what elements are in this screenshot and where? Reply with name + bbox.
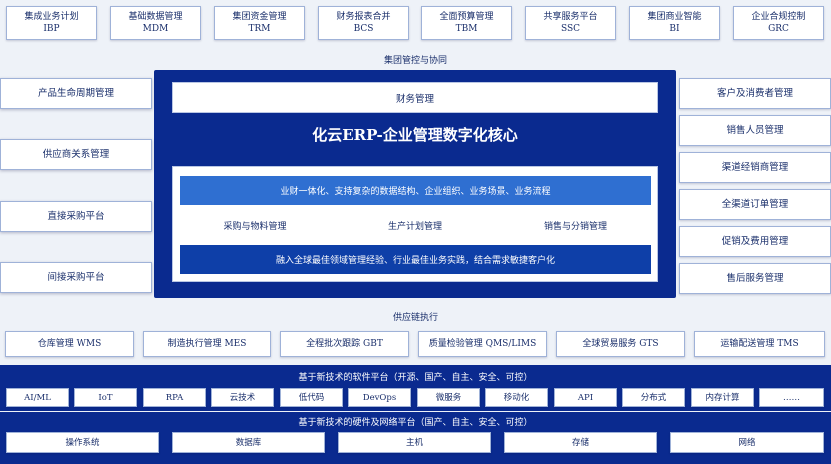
hw-item-storage: 存储 [504,432,657,453]
sw-item-api: API [554,388,617,407]
exec-tms: 运输配送管理 TMS [694,331,825,357]
exec-gts: 全球贸易服务 GTS [556,331,685,357]
left-module-srm: 供应商关系管理 [0,139,152,170]
top-system-name: 基础数据管理 [128,12,183,22]
top-system-code: BI [669,24,680,34]
top-system-name: 集团资金管理 [232,12,287,22]
top-system-bi: 集团商业智能 BI [629,6,720,40]
top-system-trm: 集团资金管理 TRM [214,6,305,40]
top-system-name: 企业合规控制 [751,12,806,22]
top-system-code: GRC [768,24,789,34]
hw-item-os: 操作系统 [6,432,159,453]
best-practice-bar: 融入全球最佳领域管理经验、行业最佳业务实践，结合需求敏捷客户化 [180,245,651,274]
right-module-after-sales: 售后服务管理 [679,263,831,294]
exec-wms: 仓库管理 WMS [5,331,134,357]
top-system-code: TBM [455,24,478,34]
module-sales-distribution: 销售与分销管理 [500,207,651,243]
sw-item-microservice: 微服务 [417,388,480,407]
right-module-channel-dealer: 渠道经销商管理 [679,152,831,183]
top-system-tbm: 全面预算管理 TBM [421,6,512,40]
right-module-sales-staff: 销售人员管理 [679,115,831,146]
right-module-omni-order: 全渠道订单管理 [679,189,831,220]
left-module-plm: 产品生命周期管理 [0,78,152,109]
top-system-name: 集团商业智能 [647,12,702,22]
finance-management-box: 财务管理 [172,82,658,113]
right-module-customer: 客户及消费者管理 [679,78,831,109]
exec-qms-lims: 质量检验管理 QMS/LIMS [418,331,547,357]
top-system-code: TRM [248,24,271,34]
sw-item-rpa: RPA [143,388,206,407]
top-system-name: 共享服务平台 [543,12,598,22]
core-title: 化云ERP-企业管理数字化核心 [312,126,518,144]
module-production-planning: 生产计划管理 [340,207,490,243]
top-system-grc: 企业合规控制 GRC [733,6,824,40]
top-system-ssc: 共享服务平台 SSC [525,6,616,40]
sw-item-ai-ml: AI/ML [6,388,69,407]
top-system-bcs: 财务报表合并 BCS [318,6,409,40]
hardware-platform-title: 基于新技术的硬件及网络平台（国产、自主、安全、可控） [298,418,533,428]
sw-item-devops: DevOps [348,388,411,407]
module-procurement: 采购与物料管理 [180,207,330,243]
software-platform-title: 基于新技术的软件平台（开源、国产、自主、安全、可控） [298,373,533,383]
exec-mes: 制造执行管理 MES [143,331,271,357]
sw-item-more: …… [759,388,824,407]
top-system-name: 集成业务计划 [24,12,79,22]
top-system-code: IBP [43,24,60,34]
top-system-code: MDM [142,24,169,34]
sw-item-iot: IoT [74,388,137,407]
top-system-ibp: 集成业务计划 IBP [6,6,97,40]
top-system-mdm: 基础数据管理 MDM [110,6,201,40]
hw-item-network: 网络 [670,432,824,453]
integration-bar: 业财一体化、支持复杂的数据结构、企业组织、业务场景、业务流程 [180,176,651,205]
sw-item-distributed: 分布式 [622,388,685,407]
top-system-name: 财务报表合并 [336,12,391,22]
hw-item-database: 数据库 [172,432,325,453]
supply-chain-label: 供应链执行 [392,313,438,323]
sw-item-cloud: 云技术 [211,388,274,407]
right-module-promotion: 促销及费用管理 [679,226,831,257]
left-module-direct-procurement: 直接采购平台 [0,201,152,232]
exec-gbt: 全程批次跟踪 GBT [280,331,409,357]
sw-item-in-memory: 内存计算 [691,388,754,407]
group-control-label: 集团管控与协同 [383,56,447,66]
sw-item-low-code: 低代码 [280,388,343,407]
sw-item-mobile: 移动化 [485,388,548,407]
top-system-name: 全面预算管理 [439,12,494,22]
hw-item-host: 主机 [338,432,491,453]
top-system-code: SSC [560,24,581,34]
top-system-code: BCS [353,24,374,34]
left-module-indirect-procurement: 间接采购平台 [0,262,152,293]
